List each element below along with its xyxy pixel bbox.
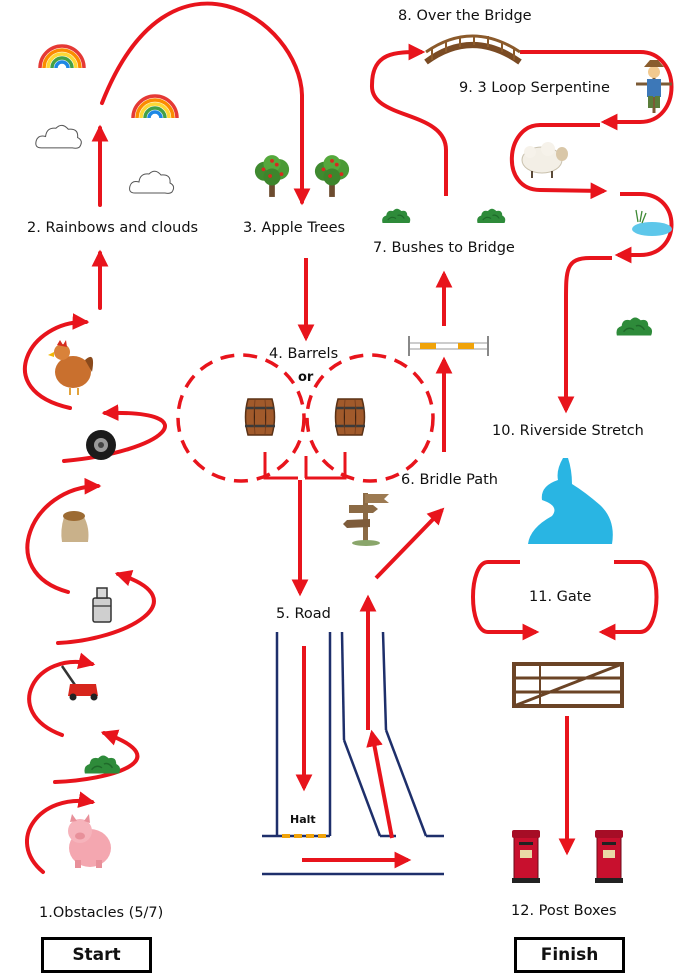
or-label: or bbox=[298, 370, 314, 385]
signpost-icon bbox=[343, 493, 389, 546]
bush-icon bbox=[381, 208, 411, 224]
rainbow-icon bbox=[38, 44, 86, 69]
barrel-icon bbox=[333, 397, 367, 437]
rainbow-icon bbox=[131, 94, 179, 119]
lawnmower-icon bbox=[60, 665, 98, 701]
station-11-label: 11. Gate bbox=[529, 589, 592, 605]
post-box-icon bbox=[511, 829, 541, 884]
tyre-icon bbox=[86, 430, 116, 460]
bush-icon bbox=[83, 754, 121, 775]
sack-icon bbox=[61, 511, 89, 542]
barrel-exit-lines bbox=[263, 452, 347, 480]
barrel-circles bbox=[176, 353, 435, 483]
halt-label: Halt bbox=[290, 813, 316, 826]
serpentine-route bbox=[509, 50, 674, 414]
finish-button[interactable]: Finish bbox=[514, 937, 625, 973]
cloud-icon bbox=[35, 124, 82, 149]
barrel-icon bbox=[243, 397, 277, 437]
cloud-icon bbox=[129, 170, 175, 194]
station-8-label: 8. Over the Bridge bbox=[398, 8, 532, 24]
apple-tree-icon bbox=[254, 155, 290, 197]
apple-tree-icon bbox=[314, 155, 350, 197]
pole-icon bbox=[408, 336, 489, 356]
post-box-icon bbox=[594, 829, 624, 884]
station-7-label: 7. Bushes to Bridge bbox=[373, 240, 515, 256]
pond-icon bbox=[632, 209, 672, 236]
arch-route bbox=[100, 1, 311, 206]
gate-route bbox=[471, 560, 659, 856]
road-route bbox=[295, 507, 445, 869]
pig-icon bbox=[68, 814, 111, 868]
start-button[interactable]: Start bbox=[41, 937, 152, 973]
bridge-icon bbox=[424, 34, 522, 65]
bridge-approach-route bbox=[369, 43, 448, 196]
station-9-label: 9. 3 Loop Serpentine bbox=[459, 80, 610, 96]
river-icon bbox=[528, 458, 613, 544]
station-6-label: 6. Bridle Path bbox=[401, 472, 498, 488]
station-2-label: 2. Rainbows and clouds bbox=[27, 220, 199, 236]
hen-icon bbox=[48, 340, 94, 395]
station-1-label: 1.Obstacles (5/7) bbox=[39, 905, 164, 921]
station-10-label: 10. Riverside Stretch bbox=[492, 423, 644, 439]
bush-icon bbox=[476, 208, 506, 224]
station-5-label: 5. Road bbox=[276, 606, 331, 622]
sheep-icon bbox=[521, 142, 568, 178]
station-12-label: 12. Post Boxes bbox=[511, 903, 617, 919]
scarecrow-icon bbox=[636, 60, 672, 113]
gate-icon bbox=[512, 662, 624, 708]
milk-churn-icon bbox=[92, 587, 112, 623]
station-4-label: 4. Barrels bbox=[269, 346, 339, 362]
station-3-label: 3. Apple Trees bbox=[243, 220, 346, 236]
bush-icon bbox=[615, 316, 653, 337]
